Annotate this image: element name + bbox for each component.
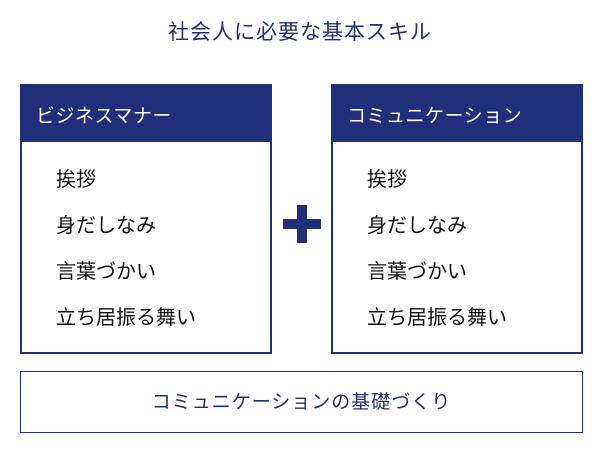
footer-summary-box: コミュニケーションの基礎づくり xyxy=(20,371,583,433)
panel-item-list: 挨拶 身だしなみ 言葉づかい 立ち居振る舞い xyxy=(22,142,270,340)
list-item: 立ち居振る舞い xyxy=(367,305,507,329)
panel-communication: コミュニケーション 挨拶 身だしなみ 言葉づかい 立ち居振る舞い xyxy=(331,84,583,354)
list-item: 身だしなみ xyxy=(367,213,467,237)
panel-business-manners: ビジネスマナー 挨拶 身だしなみ 言葉づかい 立ち居振る舞い xyxy=(20,84,272,354)
panel-heading: ビジネスマナー xyxy=(22,86,270,142)
panel-item-list: 挨拶 身だしなみ 言葉づかい 立ち居振る舞い xyxy=(333,142,581,340)
plus-icon-vertical-bar xyxy=(297,205,307,243)
diagram-title: 社会人に必要な基本スキル xyxy=(168,20,432,44)
list-item: 言葉づかい xyxy=(56,259,156,283)
list-item: 身だしなみ xyxy=(56,213,156,237)
list-item: 挨拶 xyxy=(367,167,407,191)
list-item: 言葉づかい xyxy=(367,259,467,283)
list-item: 立ち居振る舞い xyxy=(56,305,196,329)
panel-heading: コミュニケーション xyxy=(333,86,581,142)
list-item: 挨拶 xyxy=(56,167,96,191)
plus-icon xyxy=(283,205,321,243)
